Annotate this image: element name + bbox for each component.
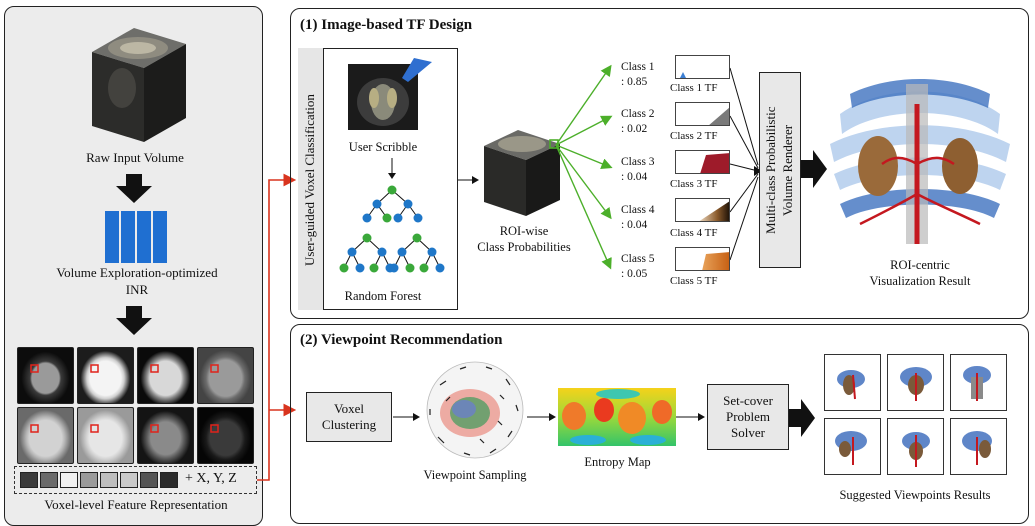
sampling-to-entropy-arrow xyxy=(527,413,556,421)
inr-label-line1: Volume Exploration-optimized xyxy=(56,265,218,280)
result-line2: Visualization Result xyxy=(869,274,971,288)
class-5-prob: : 0.05 xyxy=(621,268,648,280)
inr-label-line2: INR xyxy=(125,282,149,297)
voxel-clustering-box: Voxel Clustering xyxy=(306,392,392,442)
class-3-name: Class 3 xyxy=(621,156,655,168)
class-1-tf-plot xyxy=(675,55,730,79)
entropy-map-label: Entropy Map xyxy=(584,455,651,469)
class-4-tf-label: Class 4 TF xyxy=(670,227,718,239)
entropy-to-setcover-arrow xyxy=(676,413,705,421)
feature-swatch xyxy=(40,472,58,488)
scribble-to-forest-arrow xyxy=(388,158,396,179)
forest-to-roi-arrow xyxy=(458,176,479,184)
feature-swatch xyxy=(140,472,158,488)
feature-swatch xyxy=(120,472,138,488)
ct-slice xyxy=(77,347,134,404)
clustering-to-sampling-arrow xyxy=(393,413,420,421)
roi-line1: ROI-wise xyxy=(499,224,549,238)
ct-slice xyxy=(77,407,134,464)
class-5-name: Class 5 xyxy=(621,253,655,265)
renderer-line1: Multi-class Probabilistic xyxy=(763,106,778,234)
class-4-prob: : 0.04 xyxy=(621,219,648,231)
random-forest-label: Random Forest xyxy=(344,289,422,303)
classification-label: User-guided Voxel Classification xyxy=(302,94,317,266)
viewpoint-sampling-label: Viewpoint Sampling xyxy=(423,468,527,482)
raw-input-label: Raw Input Volume xyxy=(86,150,184,165)
suggested-viewpoint xyxy=(950,354,1007,411)
inr-network-icon xyxy=(105,211,167,263)
class-4-tf-plot xyxy=(675,198,730,222)
volume-renderer-box xyxy=(759,72,801,268)
user-scribble-image xyxy=(348,58,432,130)
voxel-clustering-line1: Voxel xyxy=(333,400,365,416)
user-scribble-label: User Scribble xyxy=(348,140,418,154)
feature-swatch xyxy=(80,472,98,488)
suggested-viewpoint xyxy=(824,354,881,411)
setcover-line2: Problem xyxy=(725,408,771,424)
green-fan-arrows xyxy=(555,64,613,270)
pen-icon xyxy=(402,58,432,82)
roi-line2: Class Probabilities xyxy=(477,240,571,254)
feature-suffix: + X, Y, Z xyxy=(185,471,237,486)
feature-swatch xyxy=(60,472,78,488)
class-2-tf-plot xyxy=(675,102,730,126)
panel1-title: (1) Image-based TF Design xyxy=(300,17,473,33)
feature-swatch xyxy=(20,472,38,488)
roi-markers xyxy=(30,364,219,433)
class-1-prob: : 0.85 xyxy=(621,76,648,88)
ct-slice xyxy=(197,407,254,464)
setcover-line3: Solver xyxy=(731,425,765,441)
class-3-tf-label: Class 3 TF xyxy=(670,178,718,190)
result-line1: ROI-centric xyxy=(890,258,950,272)
renderer-to-result-arrow xyxy=(801,150,827,188)
ct-slice xyxy=(17,347,74,404)
setcover-line1: Set-cover xyxy=(723,392,773,408)
suggested-viewpoint xyxy=(824,418,881,475)
down-arrow-2 xyxy=(116,306,152,335)
suggested-label: Suggested Viewpoints Results xyxy=(839,488,991,502)
viewpoint-sampling-sphere xyxy=(426,361,524,459)
class-2-prob: : 0.02 xyxy=(621,123,648,135)
class-1-name: Class 1 xyxy=(621,61,655,73)
down-arrow-1 xyxy=(116,174,152,203)
roi-visualization-result xyxy=(830,79,1010,244)
raw-volume-image xyxy=(92,28,186,142)
class-5-tf-plot xyxy=(675,247,730,271)
class-1-tf-label: Class 1 TF xyxy=(670,82,718,94)
feature-caption: Voxel-level Feature Representation xyxy=(44,497,228,512)
renderer-line2: Volume Renderer xyxy=(780,124,795,216)
panel2-title: (2) Viewpoint Recommendation xyxy=(300,332,503,348)
tf-to-renderer-lines xyxy=(730,67,762,261)
class-3-tf-plot xyxy=(675,150,730,174)
ct-slice xyxy=(137,347,194,404)
panel-tf-design xyxy=(290,8,1029,319)
voxel-clustering-line2: Clustering xyxy=(321,417,377,432)
feature-vector-box: + X, Y, Z xyxy=(14,466,257,494)
random-forest-diagram xyxy=(339,185,445,273)
setcover-to-results-arrow xyxy=(789,399,815,437)
class-5-tf-label: Class 5 TF xyxy=(670,275,718,287)
entropy-map xyxy=(558,388,676,446)
suggested-viewpoint xyxy=(887,354,944,411)
red-connector-arrows xyxy=(257,173,297,481)
classification-label-bg xyxy=(298,48,324,310)
class-2-tf-label: Class 2 TF xyxy=(670,130,718,142)
ct-slice xyxy=(137,407,194,464)
suggested-viewpoint xyxy=(950,418,1007,475)
feature-swatch xyxy=(160,472,178,488)
setcover-solver-box: Set-cover Problem Solver xyxy=(707,384,789,450)
feature-swatch xyxy=(100,472,118,488)
class-4-name: Class 4 xyxy=(621,204,655,216)
ct-slice xyxy=(197,347,254,404)
roi-volume-image xyxy=(484,130,560,216)
class-3-prob: : 0.04 xyxy=(621,171,648,183)
suggested-viewpoint xyxy=(887,418,944,475)
ct-slice xyxy=(17,407,74,464)
class-2-name: Class 2 xyxy=(621,108,655,120)
